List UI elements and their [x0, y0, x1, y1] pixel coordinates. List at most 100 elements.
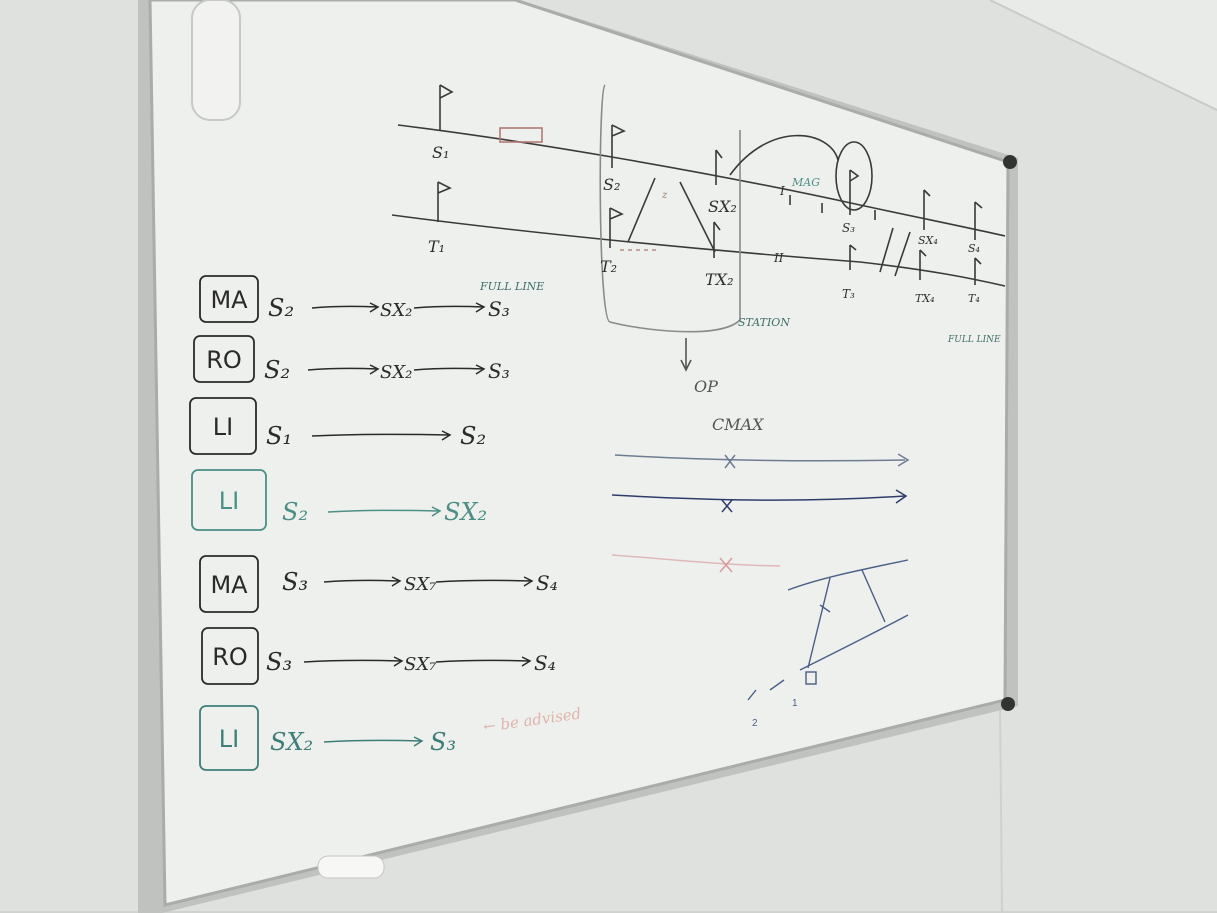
down-arrow	[680, 338, 692, 372]
route-arrow	[435, 576, 534, 587]
flag-tx4	[919, 249, 927, 280]
frame-corner-cap	[1003, 155, 1017, 169]
label-full-line-right: FULL LINE	[947, 335, 1001, 345]
route-to: S₂	[460, 422, 486, 450]
route-mid: SX₂	[380, 362, 412, 383]
flag-s4	[974, 201, 983, 240]
route-from: S₁	[266, 422, 292, 450]
label-tx4: TX₄	[915, 292, 935, 305]
route-arrow	[323, 736, 424, 747]
flag-s2	[611, 124, 626, 168]
label-s2: S₂	[603, 175, 620, 194]
route-type-label: LI	[219, 725, 239, 753]
track-ticks	[789, 195, 876, 220]
route-to: S₄	[534, 651, 556, 675]
marker-holder	[191, 0, 241, 121]
route-row: LI SX₂ S₃	[199, 705, 456, 771]
route-from: S₂	[268, 294, 294, 322]
route-to: S₃	[430, 728, 456, 756]
route-arrow	[311, 302, 380, 313]
route-arrow	[327, 506, 442, 517]
board-magnet	[317, 855, 385, 879]
label-t3: T₃	[842, 287, 855, 301]
route-arrow	[307, 364, 380, 375]
route-arrow	[435, 656, 532, 667]
crossover-lines-right	[879, 227, 911, 277]
label-roman-1: I	[779, 184, 785, 198]
route-type-label: MA	[210, 571, 248, 599]
route-type-label: RO	[206, 346, 242, 374]
route-type-box	[199, 275, 259, 323]
label-op: OP	[694, 377, 718, 396]
route-arrow	[311, 430, 452, 441]
route-from: S₂	[264, 356, 290, 384]
route-type-box	[191, 469, 267, 531]
route-type-box	[189, 397, 257, 455]
route-arrow	[323, 576, 402, 587]
route-to: S₃	[488, 297, 510, 321]
flag-sx2	[715, 149, 723, 185]
route-from: SX₂	[270, 728, 313, 756]
route-type-label: LI	[213, 413, 233, 441]
route-row: LI S₂ SX₂	[191, 469, 487, 531]
route-from: S₂	[282, 498, 308, 526]
board-surface	[150, 0, 1008, 905]
flag-sx4	[923, 189, 931, 230]
arrow-line-3	[611, 554, 781, 567]
crossover-lines	[627, 177, 716, 253]
station-bracket	[599, 84, 741, 333]
lower-track-line	[391, 214, 1006, 287]
route-arrow	[413, 364, 486, 375]
flag-s3	[849, 169, 860, 215]
label-mag: MAG	[791, 176, 820, 189]
route-row: RO S₂ SX₂ S₃	[193, 335, 510, 384]
wall-seam	[999, 699, 1003, 913]
route-mid: SX₂	[380, 300, 412, 321]
label-t2: T₂	[600, 257, 617, 276]
route-to: S₃	[488, 359, 510, 383]
small-sketch	[747, 559, 909, 701]
flag-t3	[849, 244, 857, 270]
route-from: S₃	[266, 648, 292, 676]
route-row: LI S₁ S₂	[189, 397, 486, 455]
route-mid: SX₇	[404, 574, 436, 595]
curve-arc	[729, 134, 839, 176]
flag-t2	[609, 207, 624, 248]
route-type-box	[199, 555, 259, 613]
sketch-label-two: 2	[752, 718, 758, 729]
flag-tx2	[713, 221, 721, 258]
arrow-line-1	[614, 454, 906, 462]
track-diagram	[391, 84, 1006, 372]
flag-t4	[974, 257, 982, 285]
route-to: S₄	[536, 571, 558, 595]
route-arrow	[303, 656, 404, 667]
red-rectangle	[499, 127, 543, 143]
label-cmax: CMAX	[712, 415, 764, 434]
label-t1: T₁	[428, 237, 445, 256]
route-type-box	[193, 335, 255, 383]
label-sx4: SX₄	[918, 234, 938, 247]
label-full-line-left: FULL LINE	[479, 280, 544, 293]
label-t4: T₄	[968, 292, 980, 305]
label-tx2: TX₂	[705, 270, 733, 289]
label-sx2: SX₂	[708, 197, 737, 216]
frame-corner-cap	[1001, 697, 1015, 711]
arrow-line-2	[611, 494, 906, 501]
route-arrow	[413, 302, 486, 313]
route-type-box	[201, 627, 259, 685]
circled-signal	[835, 141, 873, 211]
label-station: STATION	[738, 316, 790, 329]
cmax-arrows	[611, 453, 910, 573]
route-type-label: LI	[219, 487, 239, 515]
flag-s1	[439, 84, 454, 130]
route-type-box	[199, 705, 259, 771]
route-mid: SX₇	[404, 654, 436, 675]
route-to: SX₂	[444, 498, 487, 526]
label-s4: S₄	[968, 242, 980, 255]
label-z: z	[661, 190, 668, 201]
